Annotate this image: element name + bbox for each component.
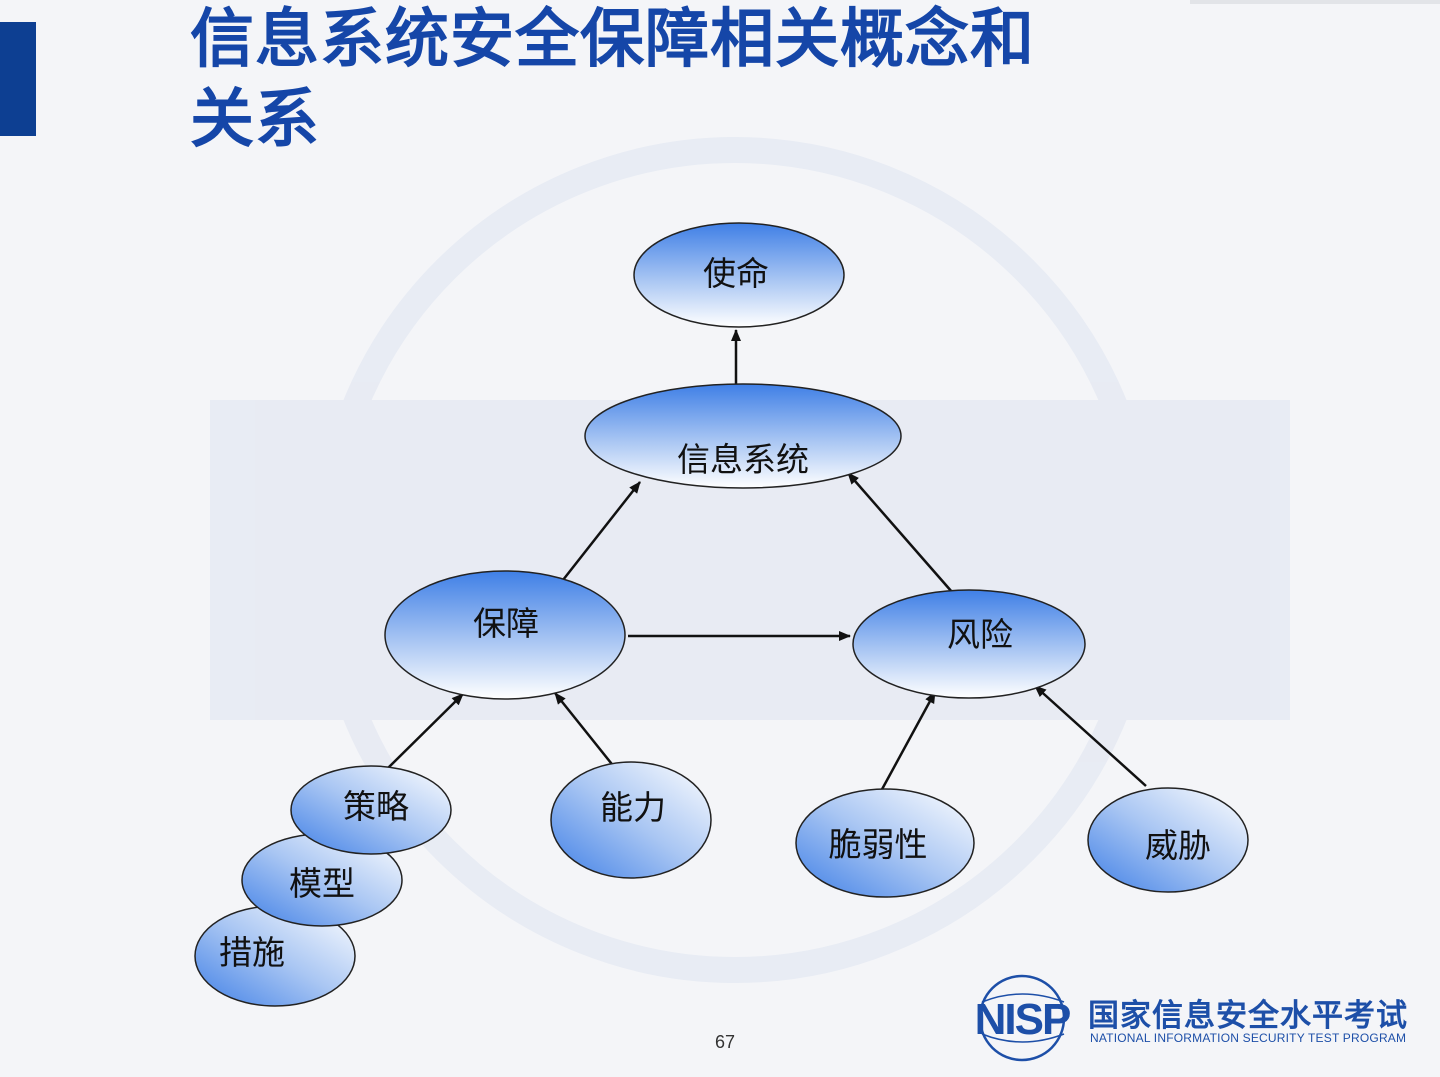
node-risk: 风险 (852, 589, 1086, 699)
slide-title: 信息系统安全保障相关概念和 关系 (190, 0, 1190, 160)
node-assurance: 保障 (384, 570, 626, 700)
node-model: 模型 (241, 833, 403, 927)
node-model-label: 模型 (289, 864, 355, 903)
node-risk-label: 风险 (947, 615, 1013, 654)
node-measures-label: 措施 (219, 933, 285, 972)
node-info-system: 信息系统 (584, 383, 902, 489)
slide-title-line-2: 关系 (190, 83, 320, 157)
node-mission: 使命 (633, 222, 845, 328)
nisp-logo-mark-text: NISP (975, 995, 1070, 1044)
node-capability: 能力 (550, 761, 712, 879)
node-mission-label: 使命 (703, 254, 769, 293)
diagram-edges (387, 329, 1147, 794)
node-capability-label: 能力 (600, 788, 666, 827)
edge-vulnerability-to-risk (878, 691, 937, 794)
edge-assurance-to-info-system (562, 481, 641, 581)
page-number: 67 (714, 1032, 736, 1052)
edge-strategy-to-assurance (387, 693, 464, 769)
node-measures: 措施 (194, 905, 356, 1007)
edge-capability-to-assurance (554, 692, 616, 769)
edge-risk-to-info-system (847, 472, 953, 593)
node-threat: 威胁 (1087, 787, 1249, 893)
nisp-logo-subtitle: NATIONAL INFORMATION SECURITY TEST PROGR… (1090, 1031, 1407, 1045)
node-vulnerability-label: 脆弱性 (829, 825, 928, 864)
nisp-logo: NISP 国家信息安全水平考试 NATIONAL INFORMATION SEC… (960, 966, 1430, 1066)
slide-title-line-1: 信息系统安全保障相关概念和 (190, 3, 1035, 77)
node-strategy: 策略 (290, 765, 452, 855)
node-strategy-label: 策略 (343, 787, 409, 826)
nisp-logo-mark: NISP (975, 974, 1072, 1062)
divider (1190, 0, 1440, 4)
edge-threat-to-risk (1034, 685, 1147, 787)
accent-bar (0, 22, 36, 136)
node-threat-label: 威胁 (1145, 826, 1211, 865)
nisp-logo-name: 国家信息安全水平考试 (1088, 998, 1408, 1034)
node-info-system-label: 信息系统 (677, 440, 809, 479)
node-assurance-label: 保障 (473, 604, 539, 643)
node-vulnerability: 脆弱性 (795, 788, 975, 898)
